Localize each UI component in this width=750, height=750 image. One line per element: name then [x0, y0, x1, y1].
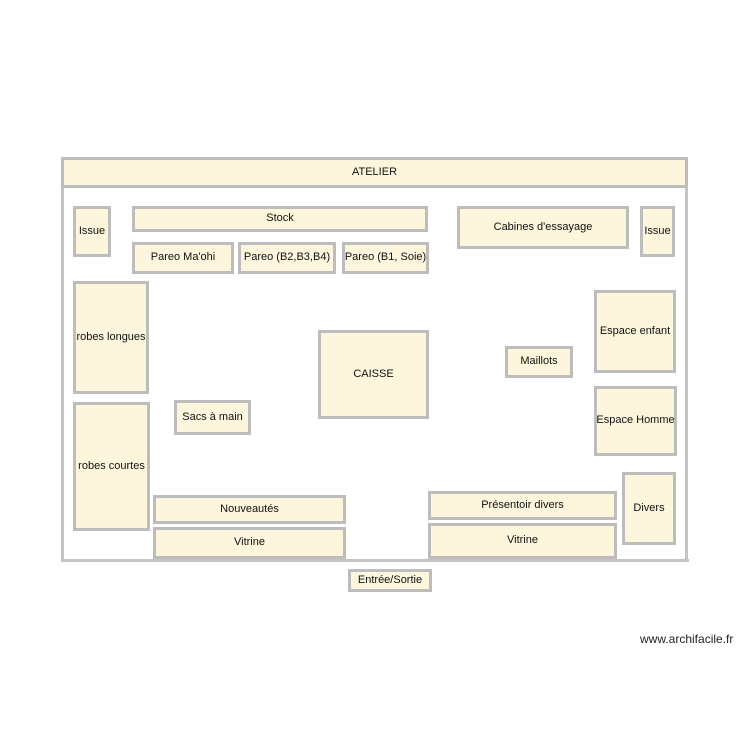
room-robes-courtes: robes courtes	[73, 402, 150, 531]
room-label-maillots: Maillots	[520, 355, 558, 368]
wall-right	[685, 157, 688, 560]
room-pareo-b1-soie: Pareo (B1, Soie)	[342, 242, 429, 274]
room-label-atelier: ATELIER	[351, 165, 398, 178]
room-vitrine-right: Vitrine	[428, 523, 617, 559]
room-label-espace-enfant: Espace enfant	[599, 324, 671, 337]
credit-link[interactable]: www.archifacile.fr	[640, 632, 734, 646]
room-label-espace-homme: Espace Homme	[596, 414, 675, 427]
room-label-pareo-mahoi: Pareo Ma'ohi	[150, 251, 216, 264]
room-label-pareo-b1: Pareo (B1, Soie)	[344, 251, 427, 264]
room-label-robes-courtes: robes courtes	[78, 459, 145, 472]
room-caisse: CAISSE	[318, 330, 429, 419]
room-maillots: Maillots	[505, 346, 573, 378]
room-label-issue-left: Issue	[78, 224, 106, 237]
room-label-presentoir: Présentoir divers	[481, 498, 564, 511]
room-label-stock: Stock	[266, 212, 294, 225]
room-atelier: ATELIER	[61, 157, 688, 188]
room-entree-sortie: Entrée/Sortie	[348, 569, 432, 592]
room-espace-homme: Espace Homme	[594, 386, 677, 456]
room-divers: Divers	[622, 472, 676, 545]
room-label-cabines: Cabines d'essayage	[493, 220, 593, 233]
room-label-sacs: Sacs à main	[182, 410, 243, 423]
room-label-issue-right: Issue	[644, 224, 671, 237]
room-label-nouveautes: Nouveautés	[220, 502, 279, 515]
room-label-vitrine-left: Vitrine	[234, 536, 265, 549]
room-cabines-essayage: Cabines d'essayage	[457, 206, 629, 249]
room-nouveautes: Nouveautés	[153, 495, 346, 524]
room-stock: Stock	[132, 206, 428, 232]
room-label-divers: Divers	[633, 501, 665, 514]
wall-bottom	[61, 559, 689, 562]
room-espace-enfant: Espace enfant	[594, 290, 676, 373]
wall-left	[61, 157, 64, 562]
room-issue-right: Issue	[640, 206, 675, 257]
room-robes-longues: robes longues	[73, 281, 149, 394]
room-label-pareo-b2: Pareo (B2,B3,B4)	[243, 251, 331, 264]
room-label-vitrine-right: Vitrine	[507, 534, 538, 547]
room-label-robes-longues: robes longues	[76, 330, 146, 343]
room-pareo-b2-b3-b4: Pareo (B2,B3,B4)	[238, 242, 336, 274]
room-pareo-mahoi: Pareo Ma'ohi	[132, 242, 234, 274]
room-vitrine-left: Vitrine	[153, 527, 346, 559]
room-label-entree: Entrée/Sortie	[357, 573, 423, 586]
room-label-caisse: CAISSE	[353, 367, 394, 380]
room-sacs-a-main: Sacs à main	[174, 400, 251, 435]
room-issue-left: Issue	[73, 206, 111, 257]
room-presentoir-divers: Présentoir divers	[428, 491, 617, 520]
